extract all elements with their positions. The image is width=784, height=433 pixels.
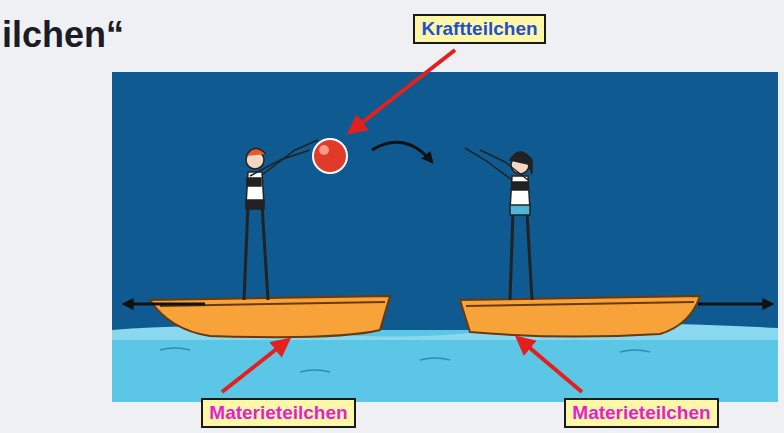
- matter-label-box: Materieteilchen: [201, 398, 356, 428]
- slide-title: ilchen“: [2, 14, 124, 56]
- label-text: Materieteilchen: [572, 402, 710, 424]
- label-text: Kraftteilchen: [421, 18, 537, 40]
- label-text: Materieteilchen: [209, 402, 347, 424]
- matter-label-box: Materieteilchen: [564, 398, 719, 428]
- force-label-box: Kraftteilchen: [413, 14, 546, 44]
